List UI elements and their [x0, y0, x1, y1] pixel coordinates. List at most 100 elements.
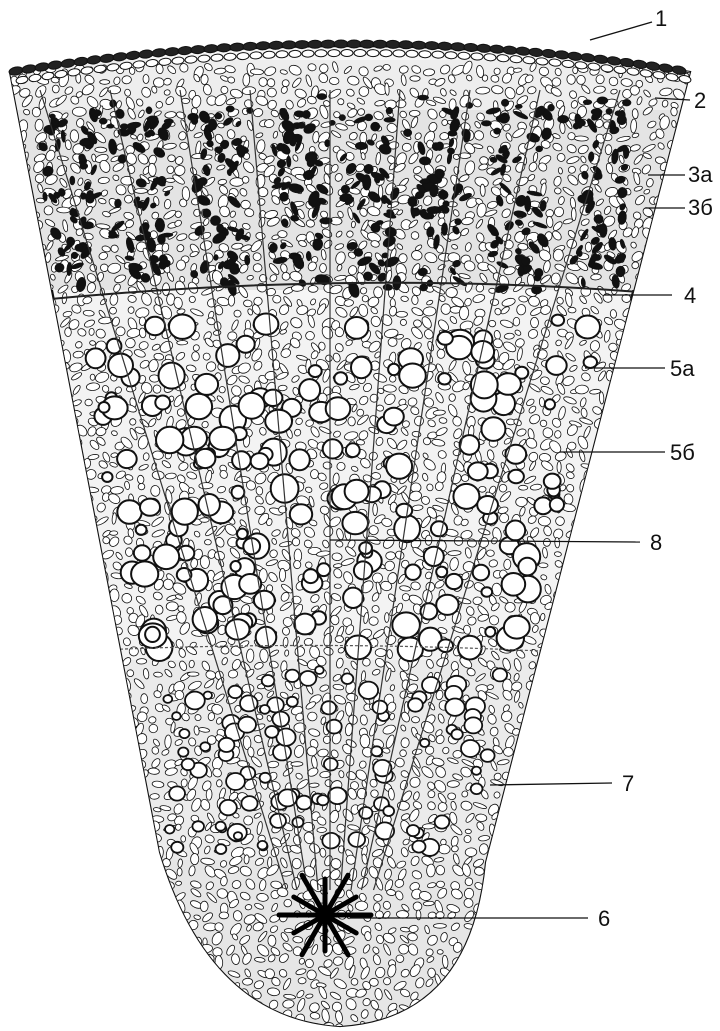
cell	[91, 916, 97, 923]
cell	[7, 525, 13, 536]
cell	[682, 577, 694, 591]
cell	[539, 779, 553, 794]
cell	[61, 582, 71, 592]
cell	[628, 410, 638, 417]
cell	[72, 696, 85, 704]
cell	[605, 475, 617, 481]
cell	[21, 916, 29, 924]
cell	[31, 821, 43, 834]
cell	[502, 812, 514, 826]
cell	[90, 374, 95, 380]
cell	[35, 566, 48, 581]
cell	[591, 768, 607, 783]
cell	[319, 263, 326, 272]
cell	[74, 858, 83, 868]
cell	[606, 636, 618, 651]
cell	[149, 977, 160, 987]
cell	[516, 747, 531, 761]
cell	[96, 887, 110, 900]
cell	[0, 568, 6, 582]
cell	[87, 878, 99, 886]
cell	[437, 949, 443, 954]
cell	[11, 813, 18, 820]
cell	[621, 833, 630, 841]
cell	[578, 636, 587, 648]
cell	[19, 659, 33, 672]
cell	[491, 1010, 496, 1023]
cell	[84, 800, 96, 815]
cell	[141, 954, 152, 963]
cell	[568, 872, 581, 879]
cell	[630, 738, 637, 749]
cell	[619, 593, 631, 605]
cell	[472, 965, 484, 977]
cell	[83, 847, 92, 856]
cell	[21, 206, 31, 215]
cell	[597, 464, 607, 470]
cell	[564, 569, 575, 580]
cell	[617, 914, 625, 924]
cell	[30, 296, 42, 307]
cell	[136, 865, 145, 878]
cell	[700, 977, 706, 986]
cell	[521, 878, 527, 888]
cell	[0, 451, 5, 462]
cell	[21, 396, 30, 403]
cell	[670, 178, 679, 188]
cell	[583, 883, 589, 890]
cell	[684, 494, 694, 504]
cell	[7, 191, 16, 197]
cell	[674, 1021, 683, 1029]
cell	[81, 814, 95, 825]
cell	[694, 946, 705, 957]
cell	[711, 555, 720, 569]
cell	[373, 287, 383, 299]
cell	[95, 999, 106, 1010]
cell	[568, 671, 579, 682]
cell	[440, 1022, 448, 1031]
cell	[18, 473, 27, 482]
cell	[33, 232, 40, 241]
cell	[671, 1011, 682, 1024]
cell	[655, 682, 667, 695]
cell	[526, 745, 537, 756]
cell	[38, 749, 48, 761]
cell	[115, 749, 127, 754]
cell	[555, 791, 569, 800]
cell	[697, 219, 705, 227]
cell	[44, 721, 60, 734]
cell	[114, 944, 127, 959]
cell	[329, 77, 339, 85]
cell	[649, 602, 658, 615]
cell	[602, 876, 612, 887]
cell	[635, 889, 645, 901]
cell	[556, 611, 565, 625]
cell	[37, 869, 46, 876]
cell	[645, 844, 657, 856]
cell	[712, 384, 720, 394]
cell	[461, 474, 469, 481]
cell	[373, 503, 378, 515]
cell	[712, 506, 720, 515]
cell	[43, 459, 56, 472]
cell	[648, 685, 658, 694]
cell	[115, 1012, 123, 1023]
cell	[150, 793, 160, 799]
cell	[58, 712, 68, 724]
cell	[98, 746, 107, 754]
cell	[592, 615, 604, 620]
cell	[666, 811, 679, 824]
cell	[631, 536, 643, 549]
cell	[558, 957, 566, 965]
cell	[628, 977, 640, 986]
cell	[4, 394, 17, 406]
cell	[479, 1019, 487, 1029]
cell	[696, 415, 703, 426]
cell	[539, 702, 546, 712]
cell	[607, 556, 619, 570]
cell	[566, 965, 576, 978]
cell	[711, 668, 720, 683]
cell	[596, 811, 607, 821]
cell	[72, 833, 84, 844]
cell	[8, 230, 20, 242]
